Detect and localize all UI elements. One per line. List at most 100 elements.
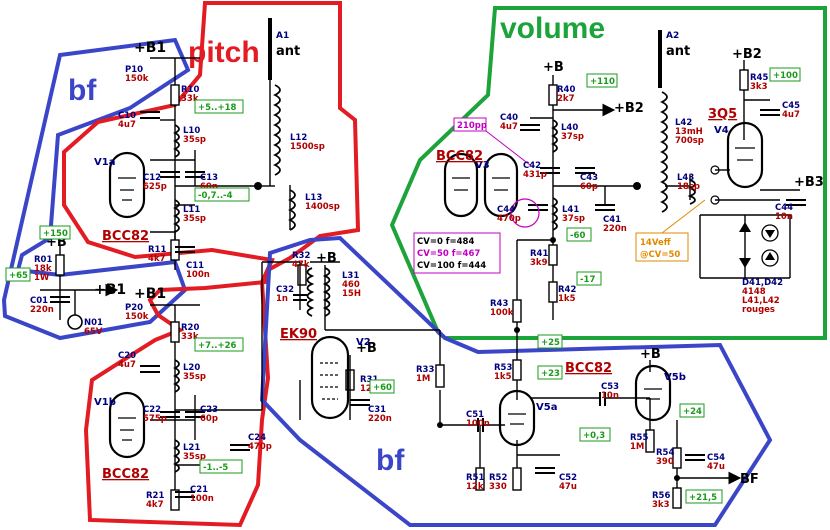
neon-lamp-n01 [67, 314, 83, 330]
label-r20-0: R20 [181, 323, 199, 333]
label-c31-1: 220n [368, 414, 392, 424]
label-r33-1: 1M [416, 374, 430, 384]
v1b-type: BCC82 [102, 467, 149, 482]
label-c11-0: C11 [186, 261, 204, 271]
v1a-label: V1a [94, 157, 115, 168]
label-p20-0: P20 [125, 303, 143, 313]
v3-type: BCC82 [436, 149, 483, 164]
label-c24-0: C24 [248, 433, 266, 443]
cv-table-box [413, 232, 501, 274]
supply-b2: +B2 [732, 47, 762, 62]
cv-table-row-2: CV=50 f=467 [417, 249, 480, 259]
a1-name: ant [276, 44, 300, 59]
label-diodes-3: rouges [742, 305, 775, 315]
resistor-r21 [170, 489, 180, 511]
v4-type: 3Q5 [708, 107, 737, 122]
supply-b-vol: +B [543, 60, 564, 75]
label-c11-1: 100n [186, 270, 210, 280]
label-l42-1: 13mH [675, 127, 703, 137]
coil-l21 [172, 439, 180, 473]
label-l31-0: L31 [342, 271, 359, 281]
label-c10-1: 4u7 [118, 120, 136, 130]
cap-c41 [595, 204, 615, 211]
led-d42 [765, 252, 775, 260]
label-r40-1: 2k7 [557, 94, 575, 104]
supply-b3: +B3 [794, 175, 824, 190]
label-r31-1: 12k [360, 384, 378, 394]
v1a-type: BCC82 [102, 229, 149, 244]
cap-c21 [175, 491, 195, 498]
label-c52-0: C52 [559, 473, 577, 483]
label-r01-1: 18k [34, 264, 52, 274]
label-c23-0: C23 [200, 405, 218, 415]
supply-b-v2: +B [356, 341, 377, 356]
cap-c20 [140, 365, 160, 373]
volt-v_plus7_26: +7..+26 [198, 341, 237, 351]
cap-c22 [160, 411, 180, 418]
label-c52-1: 47u [559, 482, 577, 492]
label-l21-0: L21 [183, 443, 200, 453]
volt-box-v_plus5_18 [194, 99, 244, 114]
label-r41-1: 3k9 [530, 258, 548, 268]
label-c42-1: 431p [523, 170, 547, 180]
volt-v_minus1_5: -1..-5 [203, 463, 228, 473]
label-c44-1: 470p [497, 214, 521, 224]
v2-type: EK90 [280, 327, 317, 342]
antenna-a2 [658, 30, 662, 88]
label-c20-0: C20 [118, 351, 136, 361]
volt-box-v_plus25 [537, 334, 563, 349]
volt-box-v_plus100 [769, 67, 801, 82]
label-c31-0: C31 [368, 405, 386, 415]
label-l40-0: L40 [561, 123, 578, 133]
label-r01-2: 1W [34, 273, 50, 283]
a2-name: ant [666, 44, 690, 59]
pitch-title: pitch [188, 36, 260, 69]
volt-box-v_plus215 [685, 489, 723, 504]
label-diodes-2: L41,L42 [742, 296, 780, 306]
cap-c24 [230, 444, 250, 451]
label-r45-1: 3k3 [750, 82, 768, 92]
volt-v_minus07_4: -0,7..-4 [198, 191, 233, 201]
label-r31-0: R31 [360, 375, 378, 385]
label-c21-1: 100n [190, 494, 214, 504]
resistor-r53 [512, 359, 522, 381]
label-r42-0: R42 [558, 285, 576, 295]
volt-v_plus24: +24 [683, 407, 702, 417]
label-c54-1: 47u [707, 462, 725, 472]
coil-l20 [172, 359, 180, 393]
label-r45-0: R45 [750, 73, 768, 83]
coil-l10 [172, 124, 180, 158]
volt-box-v_plus60 [369, 379, 395, 394]
cv-table-row-3: CV=100 f=444 [417, 261, 486, 271]
supply-b-v5b: +B [640, 347, 661, 362]
label-c42-0: C42 [523, 161, 541, 171]
supply-b2-arrow: +B2 [614, 101, 644, 116]
bf-bottom-title: bf [376, 444, 405, 477]
label-r33-0: R33 [416, 365, 434, 375]
label-l13-0: L13 [305, 193, 322, 203]
cap-c44b [786, 199, 806, 206]
label-l40-1: 37sp [561, 132, 584, 142]
label-c40-0: C40 [500, 113, 518, 123]
v5a-label: V5a [536, 402, 557, 413]
resistor-r45 [739, 69, 749, 91]
label-r55-0: R55 [630, 433, 648, 443]
cv-table-row-1: CV=0 f=484 [417, 237, 474, 247]
bf-left-outline [1, 37, 191, 341]
supply-b1-mid: +B1 [94, 282, 126, 298]
antenna-a1 [268, 18, 272, 80]
led-ring-2 [761, 249, 779, 267]
label-l21-1: 35sp [183, 452, 206, 462]
resistor-r56 [672, 487, 682, 509]
c44-highlight [510, 198, 540, 228]
bf-bottom-outline [259, 235, 773, 527]
label-c45-0: C45 [782, 101, 800, 111]
volt-box-v_minus07_4 [194, 187, 250, 202]
label-l43-0: L43 [677, 173, 694, 183]
resistor-r40 [548, 84, 558, 106]
c42-tag-box [453, 117, 487, 132]
volt-box-v_minus1_5 [199, 459, 243, 474]
tube-v5b [634, 364, 672, 422]
label-r32-0: R32 [292, 251, 310, 261]
